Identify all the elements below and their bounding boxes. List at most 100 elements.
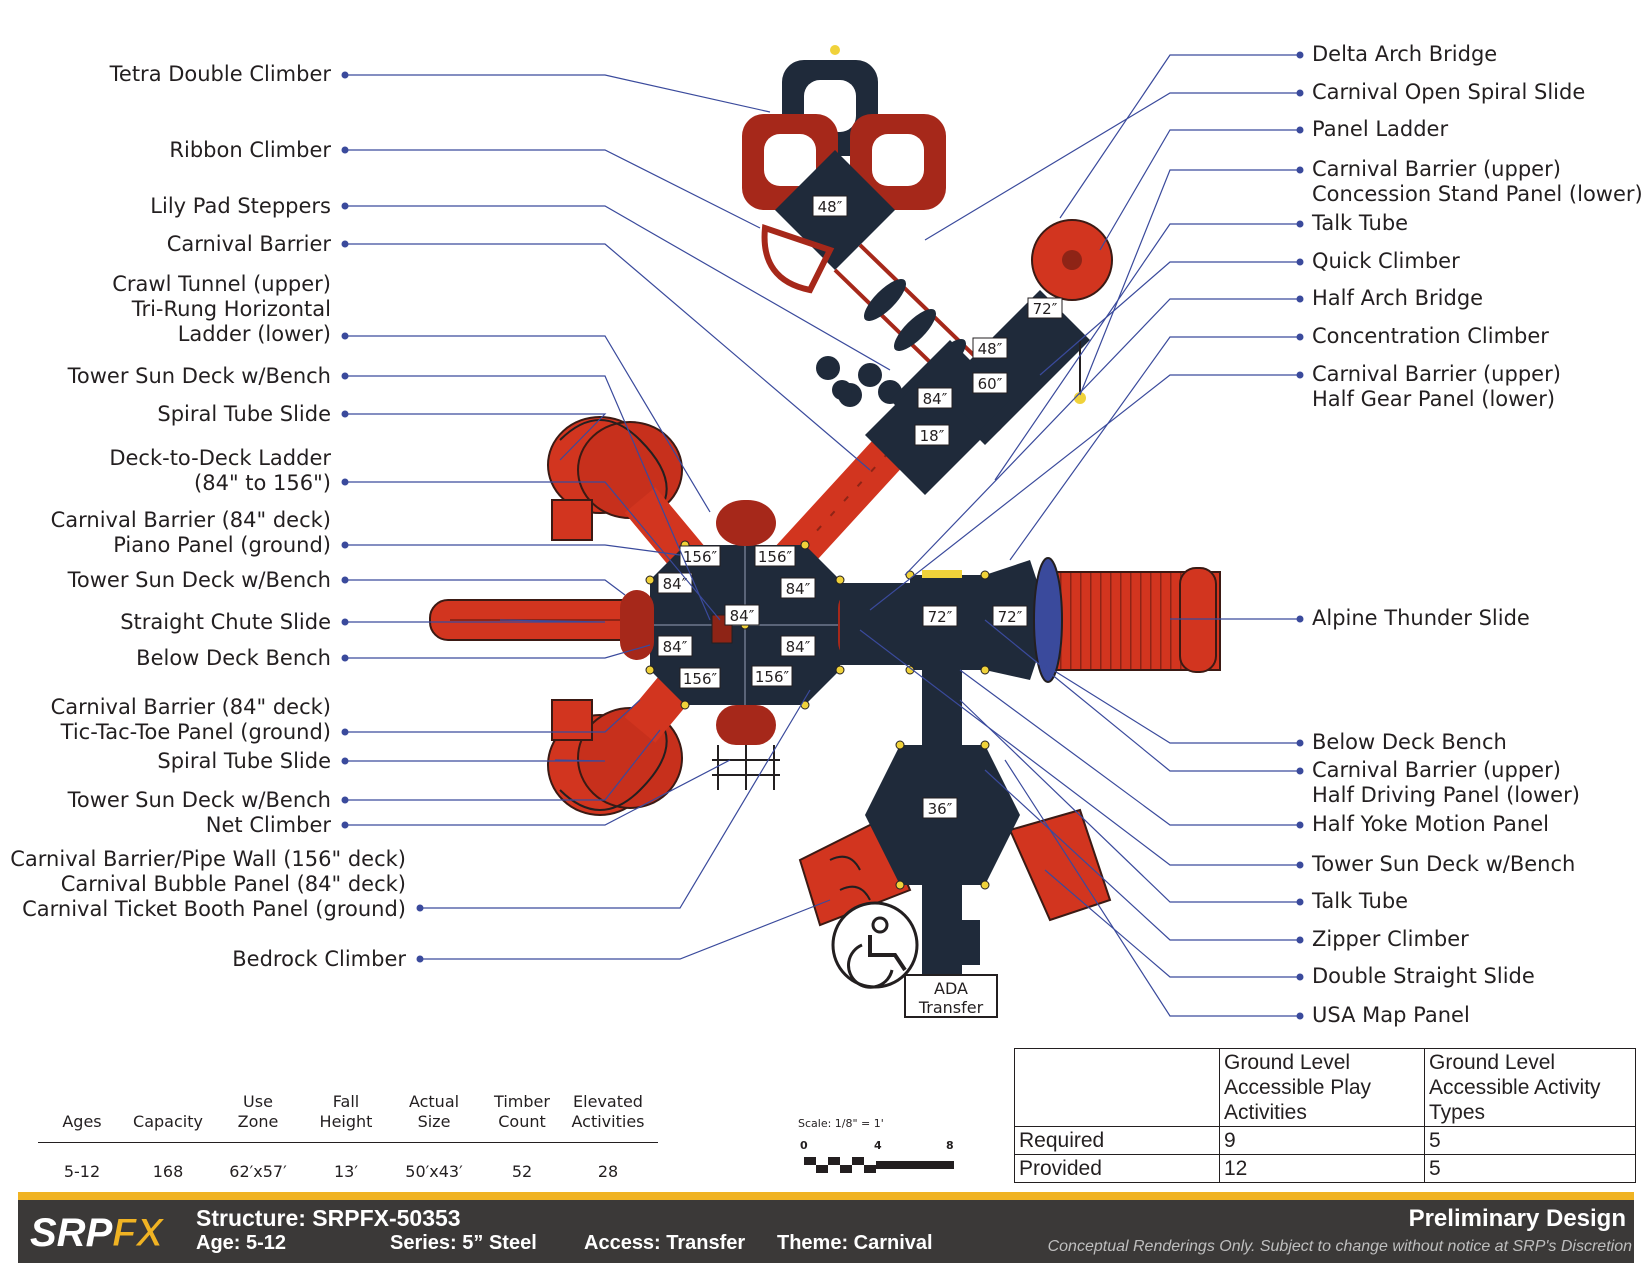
ada-symbol — [831, 901, 919, 989]
tetra-double-climber — [742, 45, 946, 270]
svg-text:36″: 36″ — [928, 800, 953, 818]
spec-header: Actual Size — [408, 1092, 460, 1131]
callout-label-left-5: Crawl Tunnel (upper) Tri-Rung Horizontal… — [112, 272, 331, 346]
callout-label-left-14: Spiral Tube Slide — [157, 749, 331, 773]
leader-line — [959, 699, 1300, 903]
footer-bar — [18, 1192, 1634, 1263]
deck-height-label: 156″ — [754, 545, 796, 567]
leader-dot — [416, 955, 424, 963]
deck-height-label: 72″ — [992, 605, 1028, 627]
spiral-tube-slide-lower — [547, 657, 706, 816]
leader-line — [345, 619, 606, 623]
svg-text:84″: 84″ — [786, 638, 811, 656]
row-types: 5 — [1424, 1154, 1636, 1183]
leader-line — [345, 335, 711, 513]
scale-tick-0: 0 — [800, 1139, 808, 1152]
leader-dot — [1296, 89, 1304, 97]
leader-dot — [341, 576, 349, 584]
leader-dot — [341, 332, 349, 340]
deck-height-label: 84″ — [780, 577, 816, 599]
leader-dot — [1296, 861, 1304, 869]
leader-line — [1059, 54, 1300, 219]
deck-height-label: 156″ — [751, 665, 793, 687]
spec-value: 50′x43′ — [405, 1162, 463, 1181]
row-play: 12 — [1219, 1154, 1425, 1183]
leader-line — [345, 205, 891, 371]
deck-height-label: 156″ — [679, 545, 721, 567]
leader-dot — [1296, 166, 1304, 174]
leader-dot — [341, 541, 349, 549]
specs-rule — [38, 1142, 658, 1143]
leader-dot — [1296, 371, 1304, 379]
callout-label-right-16: Zipper Climber — [1312, 927, 1469, 951]
leader-line — [1009, 336, 1300, 561]
leader-dot — [341, 821, 349, 829]
ada-label-line-2: Transfer — [918, 998, 984, 1017]
row-label: Required — [1014, 1126, 1220, 1155]
svg-text:84″: 84″ — [663, 575, 688, 593]
leader-line — [924, 92, 1300, 241]
deck-height-label: 48″ — [812, 195, 848, 217]
svg-text:72″: 72″ — [998, 608, 1023, 626]
scale-checker — [804, 1157, 954, 1173]
leader-line — [959, 669, 1300, 826]
svg-text:48″: 48″ — [978, 340, 1003, 358]
leader-line — [345, 759, 731, 826]
leader-line — [345, 375, 711, 621]
callout-label-right-18: USA Map Panel — [1312, 1003, 1470, 1027]
leader-dot — [1296, 295, 1304, 303]
svg-text:156″: 156″ — [683, 548, 718, 566]
callout-label-left-7: Spiral Tube Slide — [157, 402, 331, 426]
footer-title: Preliminary Design — [1408, 1205, 1626, 1232]
leader-dot — [341, 654, 349, 662]
leader-dot — [1296, 51, 1304, 59]
alpine-thunder-slide — [1049, 567, 1221, 673]
leader-dot — [341, 202, 349, 210]
ada-label-line-1: ADA — [934, 979, 968, 998]
svg-text:156″: 156″ — [758, 548, 793, 566]
svg-text:48″: 48″ — [818, 198, 843, 216]
leader-line — [1044, 664, 1300, 744]
leader-line — [345, 644, 651, 659]
callout-label-right-7: Half Arch Bridge — [1312, 286, 1484, 310]
leader-line — [345, 481, 721, 621]
deck-height-label: 84″ — [917, 387, 953, 409]
accessibility-table: Ground Level Accessible Play Activities … — [1014, 1048, 1636, 1183]
deck-height-label: 60″ — [972, 372, 1008, 394]
callout-label-right-11: Below Deck Bench — [1312, 730, 1507, 754]
deck-height-label: 72″ — [922, 605, 958, 627]
callout-label-right-9: Carnival Barrier (upper) Half Gear Panel… — [1312, 362, 1561, 411]
accessibility-header-blank — [1014, 1048, 1220, 1127]
leader-dot — [341, 410, 349, 418]
deck-height-label: 84″ — [724, 604, 760, 626]
leader-dot — [341, 796, 349, 804]
leader-dot — [1296, 126, 1304, 134]
accessibility-header-types: Ground Level Accessible Activity Types — [1424, 1048, 1636, 1127]
callout-label-left-3: Lily Pad Steppers — [150, 194, 331, 218]
scale-tick-8: 8 — [946, 1139, 954, 1152]
callout-label-right-10: Alpine Thunder Slide — [1312, 606, 1530, 630]
lily-pad-steppers — [816, 356, 902, 407]
svg-text:84″: 84″ — [730, 607, 755, 625]
leader-dot — [1296, 258, 1304, 266]
svg-text:84″: 84″ — [923, 390, 948, 408]
spec-value: 52 — [511, 1162, 533, 1181]
svg-text:156″: 156″ — [755, 668, 790, 686]
spec-value: 28 — [597, 1162, 619, 1181]
callout-label-left-13: Carnival Barrier (84" deck) Tic-Tac-Toe … — [50, 695, 331, 744]
spiral-tube-slide-upper — [547, 416, 706, 573]
scale-bar: Scale: 1/8" = 1' 0 4 8 — [798, 1117, 968, 1177]
callout-label-left-6: Tower Sun Deck w/Bench — [67, 364, 331, 388]
leader-dot — [416, 904, 424, 912]
svg-text:72″: 72″ — [928, 608, 953, 626]
svg-text:84″: 84″ — [663, 638, 688, 656]
callout-label-right-5: Talk Tube — [1312, 211, 1409, 235]
spec-value: 168 — [152, 1162, 184, 1181]
callout-label-right-13: Half Yoke Motion Panel — [1312, 812, 1549, 836]
row-types: 5 — [1424, 1126, 1636, 1155]
deck-height-label: 72″ — [1027, 297, 1063, 319]
spec-value: 5-12 — [63, 1162, 101, 1181]
leader-line — [1004, 759, 1300, 1017]
